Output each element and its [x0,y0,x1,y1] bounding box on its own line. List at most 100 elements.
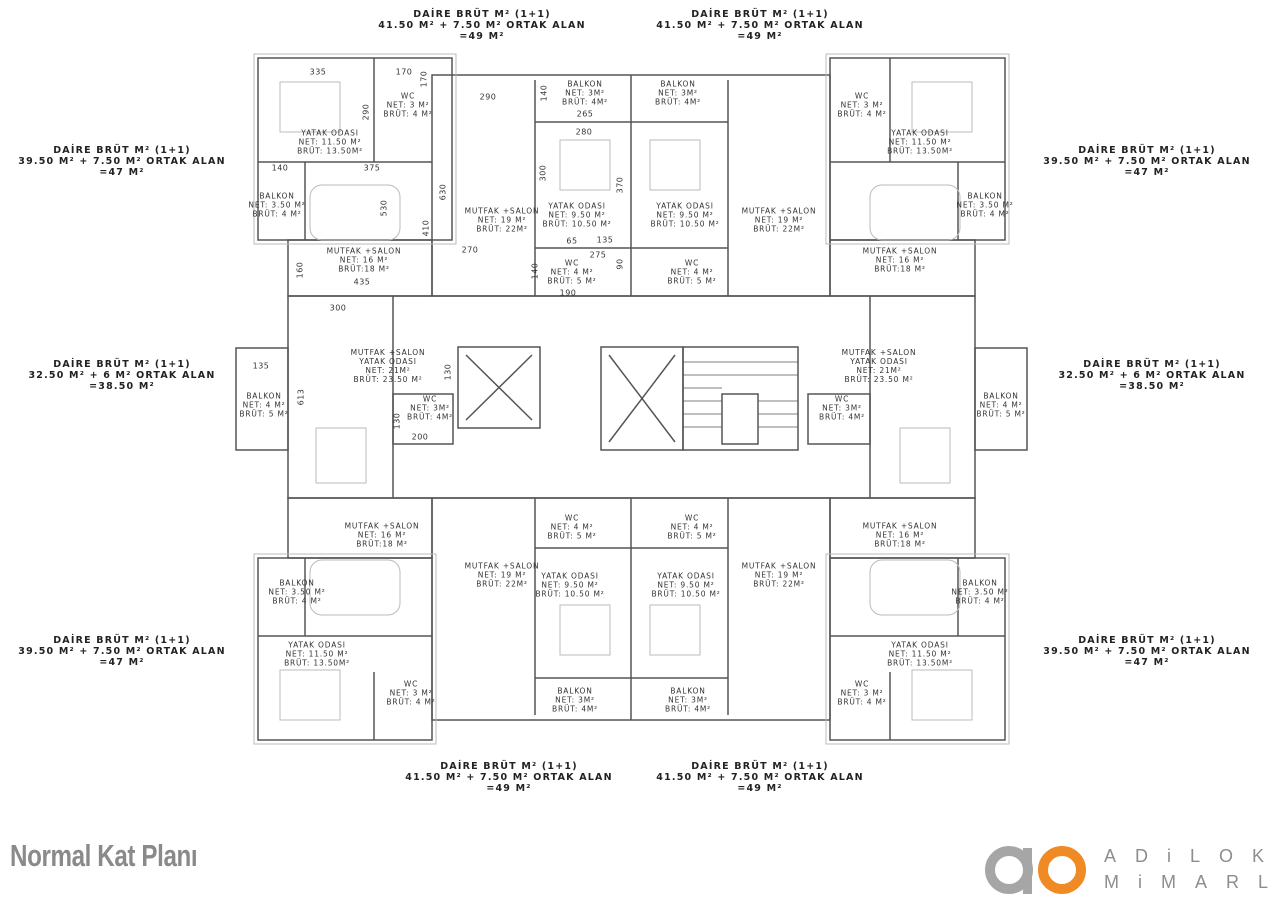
room-name: MUTFAK +SALON [862,246,938,256]
room-net: NET: 3M² [555,695,595,705]
room-net: NET: 4 M² [670,522,714,532]
dimension-label: 270 [461,245,479,255]
room-name: BALKON [660,79,696,89]
balcony-left-wall [235,347,289,451]
room-name: MUTFAK +SALON [464,561,540,571]
room-name: BALKON [670,686,706,696]
room-brut: BRÜT: 4M² [819,412,865,422]
summary-left-lower: DAİRE BRÜT M² (1+1)39.50 M² + 7.50 M² OR… [18,635,225,668]
room-name: BALKON [567,79,603,89]
room-name: WC [854,91,870,101]
room-name: BALKON [557,686,593,696]
room-brut: BRÜT:18 M² [356,539,408,549]
room-brut: BRÜT:18 M² [874,539,926,549]
room-name: WC [684,513,700,523]
summary-line: 39.50 M² + 7.50 M² ORTAK ALAN [18,646,226,657]
summary-line: =47 M² [99,657,145,668]
summary-line: =38.50 M² [1119,381,1185,392]
room-net: NET: 3 M² [840,688,884,698]
room-net: NET: 3M² [410,403,450,413]
dimension-label: 170 [395,67,413,77]
room-net: NET: 19 M² [477,570,527,580]
room-brut: BRÜT:18 M² [338,264,390,274]
dimension-label: 300 [538,164,548,182]
room-brut: BRÜT: 4 M² [960,209,1010,219]
summary-line: DAİRE BRÜT M² (1+1) [691,9,829,20]
dimension-label: 300 [329,303,347,313]
room-net: NET: 9.50 M² [657,580,715,590]
room-name: YATAK ODASI [891,640,949,650]
summary-line: 39.50 M² + 7.50 M² ORTAK ALAN [18,156,226,167]
dimension-label: 280 [575,127,593,137]
summary-line: =47 M² [99,167,145,178]
summary-line: DAİRE BRÜT M² (1+1) [1078,635,1216,646]
room-net: NET: 3M² [565,88,605,98]
dimension-label: 140 [271,163,289,173]
summary-line: DAİRE BRÜT M² (1+1) [53,359,191,370]
room-brut: BRÜT: 22M² [476,579,528,589]
summary-line: 41.50 M² + 7.50 M² ORTAK ALAN [656,772,864,783]
room-brut: BRÜT: 5 M² [976,409,1026,419]
room-name: MUTFAK +SALON [741,206,817,216]
dimension-label: 290 [361,103,371,121]
room-brut: BRÜT: 23.50 M² [844,375,914,384]
summary-line: 39.50 M² + 7.50 M² ORTAK ALAN [1043,646,1251,657]
room-name: BALKON [246,391,282,401]
room-net: NET: 3 M² [840,100,884,110]
summary-line: DAİRE BRÜT M² (1+1) [1078,145,1216,156]
summary-line: 39.50 M² + 7.50 M² ORTAK ALAN [1043,156,1251,167]
room-net: NET: 16 M² [875,530,925,540]
room-brut: BRÜT: 5 M² [667,531,717,541]
summary-right-middle: DAİRE BRÜT M² (1+1)32.50 M² + 6 M² ORTAK… [1058,359,1245,392]
room-name: BALKON [279,578,315,588]
dimension-label: 630 [438,183,448,201]
room-name: BALKON [962,578,998,588]
room-name: YATAK ODASI [657,571,715,581]
summary-line: 32.50 M² + 6 M² ORTAK ALAN [1058,370,1246,381]
dimension-label: 160 [295,261,305,279]
room-name: BALKON [983,391,1019,401]
dimension-label: 170 [419,70,429,88]
dimension-label: 130 [443,363,453,381]
room-name: YATAK ODASI [891,128,949,138]
dimension-label: 275 [589,250,607,260]
room-name: YATAK ODASI [301,128,359,138]
room-brut: BRÜT: 10.50 M² [535,589,605,599]
dimension-label: 613 [296,388,306,406]
room-net: NET: 4 M² [242,400,286,410]
summary-line: DAİRE BRÜT M² (1+1) [53,145,191,156]
room-net: NET: 4 M² [550,267,594,277]
room-brut: BRÜT: 22M² [753,579,805,589]
summary-line: DAİRE BRÜT M² (1+1) [691,761,829,772]
room-net: NET: 21M² [365,366,411,375]
room-net: NET: 4 M² [670,267,714,277]
summary-left-upper: DAİRE BRÜT M² (1+1)39.50 M² + 7.50 M² OR… [18,145,225,178]
room-name: WC [564,513,580,523]
dimension-label: 370 [615,176,625,194]
room-net: NET: 3.50 M² [248,200,306,210]
room-net: NET: 3M² [668,695,708,705]
dimension-label: 375 [363,163,381,173]
room-brut: BRÜT: 10.50 M² [542,219,612,229]
room-brut: BRÜT: 22M² [476,224,528,234]
room-brut: BRÜT: 4 M² [386,697,436,707]
summary-bottom-right: DAİRE BRÜT M² (1+1)41.50 M² + 7.50 M² OR… [656,761,863,794]
room-brut: BRÜT: 10.50 M² [650,219,720,229]
